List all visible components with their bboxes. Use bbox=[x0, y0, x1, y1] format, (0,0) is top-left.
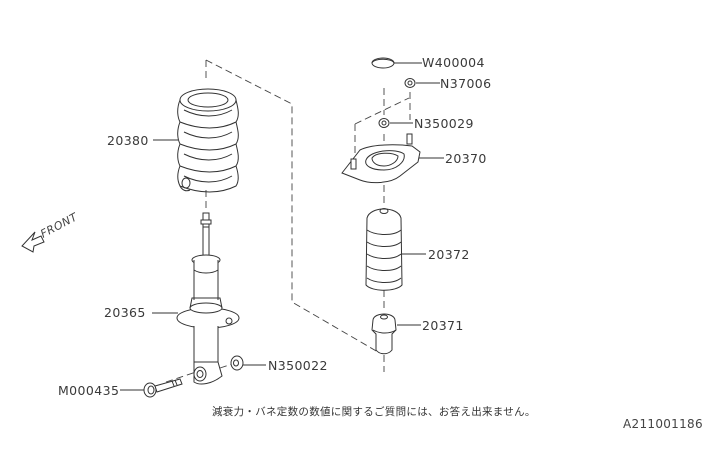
front-label: FRONT bbox=[38, 210, 80, 241]
nut-N350029[interactable] bbox=[378, 118, 413, 145]
dust-boot-20372[interactable] bbox=[365, 208, 403, 291]
part-number-20372[interactable]: 20372 bbox=[428, 247, 470, 262]
coil-spring-20380[interactable] bbox=[177, 88, 239, 193]
part-number-20380[interactable]: 20380 bbox=[107, 133, 149, 148]
front-arrow-icon bbox=[21, 231, 45, 253]
illustration-code: A211001186 bbox=[623, 417, 702, 431]
cap-W400004[interactable] bbox=[371, 57, 395, 69]
part-number-20371[interactable]: 20371 bbox=[422, 318, 464, 333]
part-number-W400004[interactable]: W400004 bbox=[422, 55, 485, 70]
part-number-N37006[interactable]: N37006 bbox=[440, 76, 492, 91]
part-number-N350022[interactable]: N350022 bbox=[268, 358, 328, 373]
strut-mount-20370[interactable] bbox=[341, 144, 421, 184]
part-number-M000435[interactable]: M000435 bbox=[58, 383, 119, 398]
disclaimer-note: 減衰力・バネ定数の数値に関するご質問には、お答え出来ません。 bbox=[212, 406, 536, 418]
shock-absorber-20365[interactable] bbox=[176, 212, 240, 385]
front-direction-indicator: FRONT bbox=[21, 210, 80, 253]
part-number-20370[interactable]: 20370 bbox=[445, 151, 487, 166]
part-number-20365[interactable]: 20365 bbox=[104, 305, 146, 320]
part-number-N350029[interactable]: N350029 bbox=[414, 116, 474, 131]
bump-stopper-20371[interactable] bbox=[371, 313, 397, 355]
nut-N350022[interactable] bbox=[230, 355, 244, 371]
bolt-M000435[interactable] bbox=[143, 378, 183, 398]
nut-N37006[interactable] bbox=[404, 78, 416, 88]
